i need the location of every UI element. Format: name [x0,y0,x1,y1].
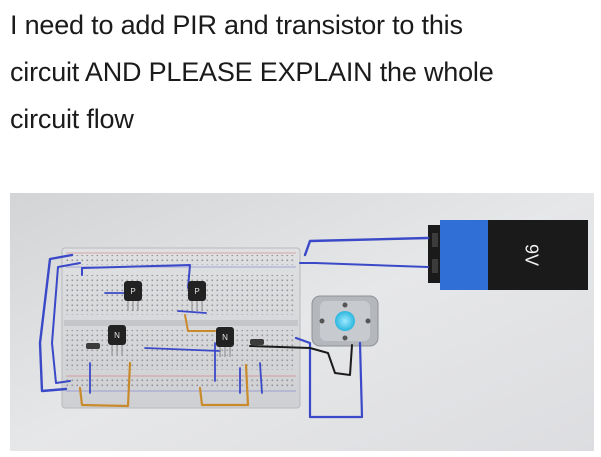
battery-label: 9V [521,244,541,266]
question-line-2: circuit AND PLEASE EXPLAIN the whole [10,57,494,87]
battery-9v: 9V [428,220,588,290]
resistors [86,339,264,349]
question-line-3: circuit flow [10,104,134,134]
question-text: I need to add PIR and transistor to this… [10,2,595,143]
circuit-photo-canvas: 9V [10,193,594,451]
transistor-label: P [130,287,135,296]
resistor [86,343,100,349]
transistor-p-1: P [124,281,142,311]
transistor-label: N [114,331,120,340]
wires [38,236,430,419]
transistor-n-2: N [216,327,234,357]
circuit-photo: 9V [10,193,594,451]
transistor-p-2: P [188,281,206,311]
led-module [311,295,379,347]
breadboard [61,247,301,409]
resistor [250,339,264,345]
question-line-1: I need to add PIR and transistor to this [10,10,463,40]
led-light-icon [335,311,355,331]
transistor-label: N [222,333,228,342]
transistor-label: P [194,287,199,296]
transistor-n-1: N [108,325,126,355]
transistors: P P N N [108,281,234,357]
